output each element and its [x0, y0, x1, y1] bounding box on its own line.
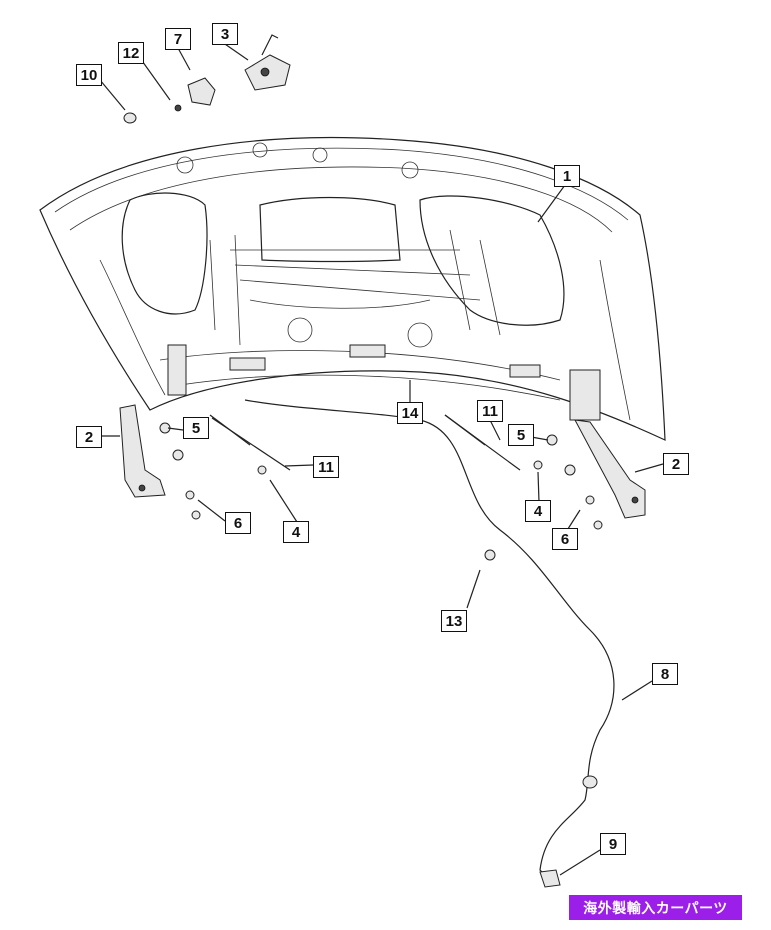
fasteners	[159, 422, 603, 561]
right-strut	[444, 414, 521, 471]
left-hinge	[119, 404, 166, 498]
callout-10: 10	[76, 64, 102, 86]
callout-2-left: 2	[76, 426, 102, 448]
cable-grommet	[582, 775, 598, 789]
callout-1: 1	[554, 165, 580, 187]
left-strut	[209, 414, 291, 471]
release-cable	[244, 399, 615, 879]
callout-6-right: 6	[552, 528, 578, 550]
leader-lines	[99, 41, 664, 876]
callout-4-right: 4	[525, 500, 551, 522]
callout-6-left: 6	[225, 512, 251, 534]
bumper-10	[123, 112, 137, 124]
callout-9: 9	[600, 833, 626, 855]
callout-4-left: 4	[283, 521, 309, 543]
callout-11-right: 11	[477, 400, 503, 422]
callout-8: 8	[652, 663, 678, 685]
callout-12: 12	[118, 42, 144, 64]
right-hinge	[574, 419, 646, 519]
striker-bracket	[187, 77, 216, 106]
release-handle	[539, 869, 561, 888]
callout-5-left: 5	[183, 417, 209, 439]
callout-13: 13	[441, 610, 467, 632]
callout-14: 14	[397, 402, 423, 424]
bolt-12	[174, 104, 182, 112]
watermark-badge: 海外製輸入カーパーツ	[569, 895, 742, 920]
callout-3: 3	[212, 23, 238, 45]
latch-assembly	[244, 34, 291, 91]
callout-2-right: 2	[663, 453, 689, 475]
hood-panel	[39, 136, 666, 441]
callout-5-right: 5	[508, 424, 534, 446]
callout-11-left: 11	[313, 456, 339, 478]
callout-7: 7	[165, 28, 191, 50]
